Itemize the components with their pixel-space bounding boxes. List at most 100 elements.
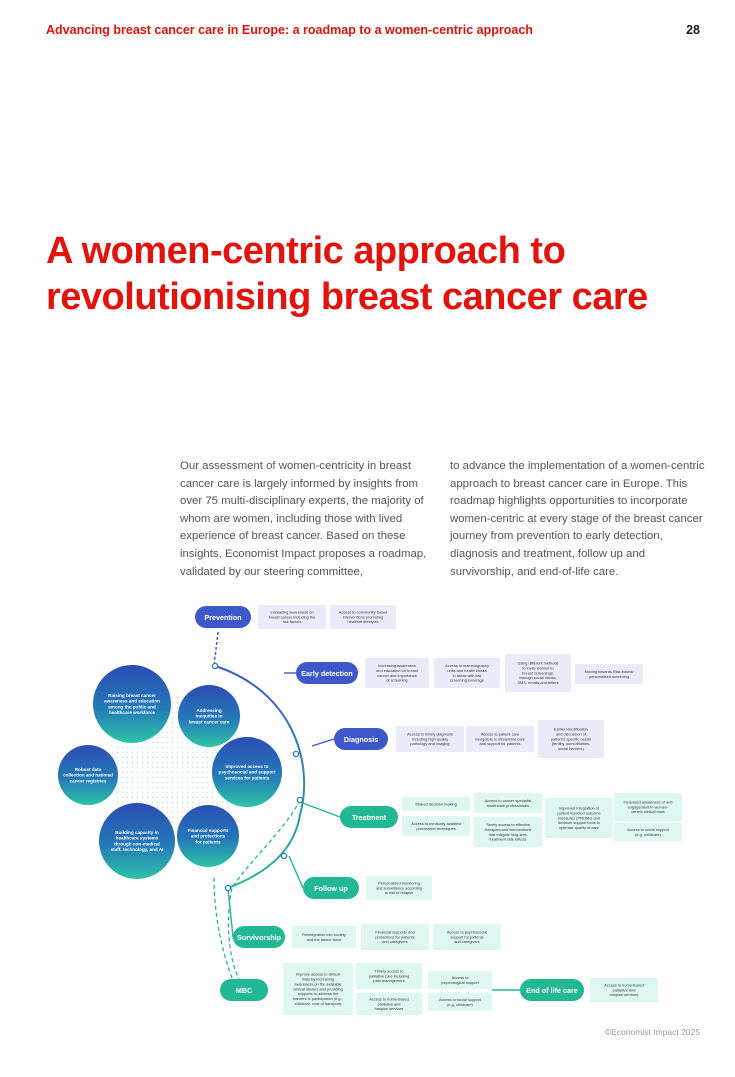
stage-action-box-text-line: Reintegration into society xyxy=(302,932,346,937)
stage-action-box-text-line: Access to patient care xyxy=(481,731,519,736)
stage-action-box-text-line: navigators to streamline care xyxy=(475,736,525,741)
stage-action-box-text-line: Improved integration of xyxy=(559,806,600,811)
stage-action-box-text-line: interventions promoting xyxy=(343,614,383,619)
stage-action-box-text-line: Access to medically assisted xyxy=(411,821,461,826)
stage-action-box-text-line: Access to home-based xyxy=(604,982,644,987)
stage-action-box: Access to social support(e.g. childcare) xyxy=(428,993,492,1011)
stage-action-box-text-line: pathology and imaging xyxy=(410,741,449,746)
running-header-title: Advancing breast cancer care in Europe: … xyxy=(46,23,533,37)
stage-action-box-bg xyxy=(575,664,643,684)
stage-action-box: Moving towards Risk-based/personalised s… xyxy=(575,664,643,684)
stage-action-box-bg xyxy=(538,720,604,758)
arc-junction-dot xyxy=(211,662,219,670)
stage-action-box-bg xyxy=(366,876,432,900)
stage-action-box-bg xyxy=(590,978,658,1002)
stage-action-box: Shared decision making xyxy=(402,797,470,811)
focus-area-circle-shape xyxy=(212,737,282,807)
stage-action-box-text-line: trials by increasing xyxy=(302,977,334,982)
stage-action-box-text-line: Access to home-based xyxy=(369,996,409,1001)
stage-action-box-text-line: of screening xyxy=(386,678,407,683)
stage-action-box-bg xyxy=(428,993,492,1011)
stage-pill xyxy=(334,728,388,750)
stage-action-box-bg xyxy=(292,926,356,948)
stage-action-box-text-line: Timely access to effective xyxy=(486,822,530,827)
stage-action-box-bg xyxy=(614,793,682,821)
stage-action-box-bg xyxy=(428,971,492,989)
stage-action-box-text-line: engagement in women- xyxy=(628,804,669,809)
focus-area-circle-shape xyxy=(58,745,118,805)
focus-area-circle-label-line: awareness and education xyxy=(104,699,160,704)
copyright-footer: ©Economist Impact 2025 xyxy=(604,1027,700,1037)
stage-action-box-text-line: Access to social support xyxy=(439,997,482,1002)
survivorship-dashed-path xyxy=(213,877,237,989)
stage-action-box-text-line: measures (PROMs) and xyxy=(558,815,600,820)
stage-action-box-text: Access to social support(e.g. childcare) xyxy=(627,827,670,837)
stage-action-box-text-line: (e.g. childcare) xyxy=(447,1002,473,1007)
focus-area-circle-label-line: through non-medical xyxy=(114,841,160,846)
stage-action-box-text-line: breast cancer including the xyxy=(269,614,316,619)
stage-action-box-text-line: (fertility, comorbidities, xyxy=(552,741,590,746)
stage-action-box-text-line: palliative and xyxy=(613,987,636,992)
stage-action-box-text-line: palliative care including xyxy=(369,973,409,978)
stage-action-box-text-line: to invite women to xyxy=(522,665,553,670)
stage-action-box-text-line: to risk of relapse xyxy=(385,890,414,895)
stage-action-box-text: Access to social support(e.g. childcare) xyxy=(439,997,482,1007)
stage-action-box-text-line: patient's specific needs xyxy=(551,736,591,741)
stage-pill-label: MBC xyxy=(236,986,252,995)
stage-pill-label: Treatment xyxy=(352,813,387,822)
stage-action-box-text-line: psychological support xyxy=(441,980,479,985)
stage-action-box-text-line: Access to community-based xyxy=(339,609,388,614)
stage-action-box-text-line: clinical studies and providing xyxy=(293,986,343,991)
stage-action-box-text-line: Personalised monitoring xyxy=(378,880,420,885)
arc-junction-dot xyxy=(224,884,232,892)
stage-action-box-text-line: Increasing awareness on xyxy=(270,609,313,614)
stage-action-box-bg xyxy=(474,793,542,813)
arc-junction-dot xyxy=(280,852,288,860)
stage-action-box-bg xyxy=(402,797,470,811)
stage-action-box-text-line: Increased awareness of and xyxy=(624,799,673,804)
stage-action-box-text-line: through social media, xyxy=(520,675,557,680)
focus-area-circle-label-line: Improved access to xyxy=(226,764,269,769)
stage-action-box-text-line: screening coverage xyxy=(450,678,484,683)
stage-action-box-text-line: support for patients xyxy=(450,934,483,939)
stage-connector xyxy=(299,801,341,818)
stage-action-box-text-line: healthier lifestyles xyxy=(348,619,379,624)
stage-action-box-text-line: awareness on the available xyxy=(294,981,341,986)
arc-junction-dot xyxy=(296,796,304,804)
focus-area-circle-shape xyxy=(93,665,171,743)
